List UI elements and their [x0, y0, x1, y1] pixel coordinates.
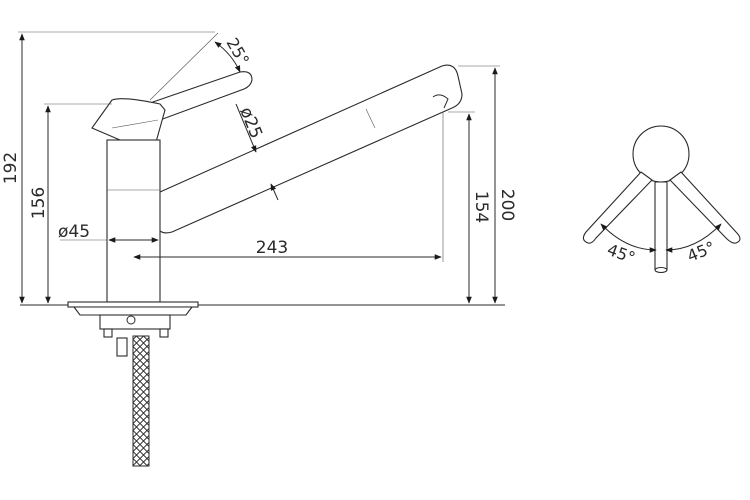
top-view-right-angle-arc [665, 223, 722, 253]
dim-spout-diameter-label: ø25 [235, 104, 266, 141]
dim-spout-reach-label: 243 [256, 238, 288, 258]
dim-body-diameter: ø45 [58, 222, 159, 243]
dim-body-height-label: 156 [29, 187, 49, 219]
dim-spout-height-label: 154 [471, 191, 491, 223]
dim-spout-height: 154 [448, 111, 491, 304]
supply-hose [132, 335, 150, 467]
dim-spout-reach: 243 [133, 112, 444, 262]
top-view-right-angle-label: 45° [684, 237, 717, 265]
lever-handle [91, 71, 253, 143]
side-view: 192 156 ø45 243 154 [1, 31, 517, 467]
top-view-lever-right [669, 171, 741, 244]
dim-total-height-label: 192 [1, 152, 21, 184]
dim-lever-angle-label: 25° [223, 35, 254, 69]
top-view-lever-center [654, 181, 668, 274]
dim-body-diameter-label: ø45 [58, 222, 90, 242]
top-view: 45° 45° [582, 125, 741, 274]
dim-body-height: 156 [29, 103, 112, 304]
top-view-lever-left [582, 171, 653, 244]
faucet-body [106, 139, 161, 303]
dim-total-height: 192 [1, 31, 215, 304]
top-view-left-angle-label: 45° [605, 240, 638, 268]
mounting-hardware [67, 301, 199, 467]
top-view-left-angle-arc [600, 223, 657, 253]
dim-spout-tip-height-label: 200 [497, 189, 517, 221]
dim-spout-tip-height: 200 [458, 65, 517, 304]
